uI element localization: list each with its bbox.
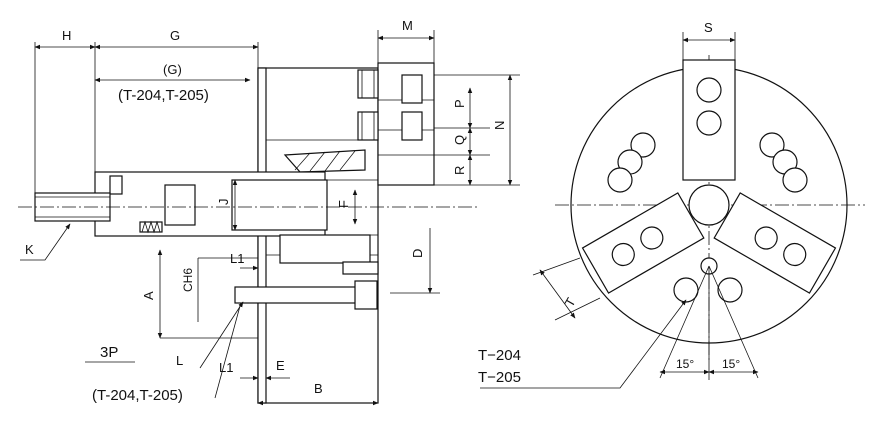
model-T204: T−204 [478,347,521,364]
dim-A: A [141,291,156,300]
front-view: S T 15° 15° T−204 T−205 [478,20,865,389]
bolt-head [342,261,379,275]
dim-K: K [25,242,34,257]
label-3P: 3P [100,344,118,361]
jaw-bolt-hole [640,226,664,250]
mount-bolt [234,286,376,304]
dim-S: S [704,20,713,35]
jaw-bolt-hole [754,226,778,250]
lower-jaw [279,234,371,264]
mount-hole [782,167,808,193]
dim-L1-bottom: L1 [219,360,233,375]
dim-G: G [170,28,180,43]
dim-E: E [276,358,285,373]
draw-tube [231,179,328,231]
jaw-bolt [357,69,379,99]
dim-CH6: CH6 [181,268,195,292]
dim-J: J [216,199,231,206]
wedge [283,149,366,173]
dim-L: L [176,353,183,368]
dim-M: M [402,18,413,33]
set-screw [109,175,123,195]
jaw-bolt-hole [783,242,807,267]
jaw-bolt-hole [696,110,722,136]
center-bore [688,184,730,226]
dim-G-paren: (G) [163,62,182,77]
models-bottom: (T-204,T-205) [92,387,183,404]
jaw-bolt-hole [611,242,635,267]
dim-H: H [62,28,71,43]
model-T205: T−205 [478,369,521,386]
dim-D: D [410,249,425,258]
models-top: (T-204,T-205) [118,87,209,104]
dim-R: R [452,166,467,175]
side-view: H G (G) (T-204,T-205) M P Q R N J F [18,18,520,406]
jaw-bolt [401,74,423,104]
dim-F: F [336,200,351,208]
dim-Q: Q [452,135,467,145]
piston-bore [164,184,196,226]
jaw-bolt [401,111,423,141]
dim-B: B [314,381,323,396]
mount-hole [759,132,785,158]
dim-P: P [452,99,467,108]
dim-L1-top: L1 [230,251,244,266]
dim-T: T [562,295,579,309]
dim-N: N [492,121,507,130]
mount-hole [717,277,743,303]
mount-hole [607,167,633,193]
angle-left: 15° [676,357,694,371]
mount-hole [630,132,656,158]
angle-right: 15° [722,357,740,371]
mount-bolt-head [354,280,378,310]
jaw-bolt [357,111,379,141]
jaw-bolt-hole [696,77,722,103]
